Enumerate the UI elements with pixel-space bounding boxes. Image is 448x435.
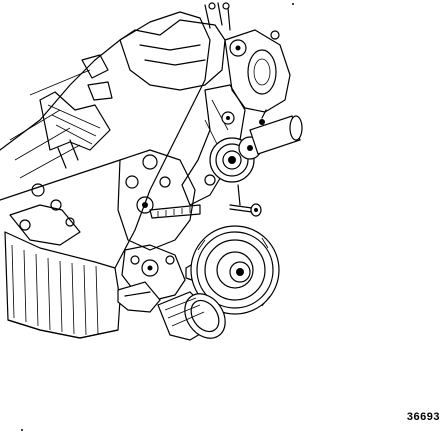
coolant-pipe xyxy=(249,109,303,155)
timing-cover xyxy=(117,149,201,251)
oil-pan xyxy=(4,231,121,339)
upper-bracket xyxy=(224,29,291,113)
engine-block xyxy=(0,11,211,269)
reference-number: 36693 xyxy=(406,411,440,423)
oil-filter xyxy=(157,291,226,341)
oil-pump-assembly xyxy=(117,244,186,313)
accessory-bracket xyxy=(181,84,246,206)
tensioner-pulley xyxy=(209,136,262,183)
bracket-bolt xyxy=(229,184,262,217)
stray-marks xyxy=(21,3,294,431)
intake-manifold xyxy=(81,2,231,101)
crankshaft-pulley xyxy=(185,225,280,315)
